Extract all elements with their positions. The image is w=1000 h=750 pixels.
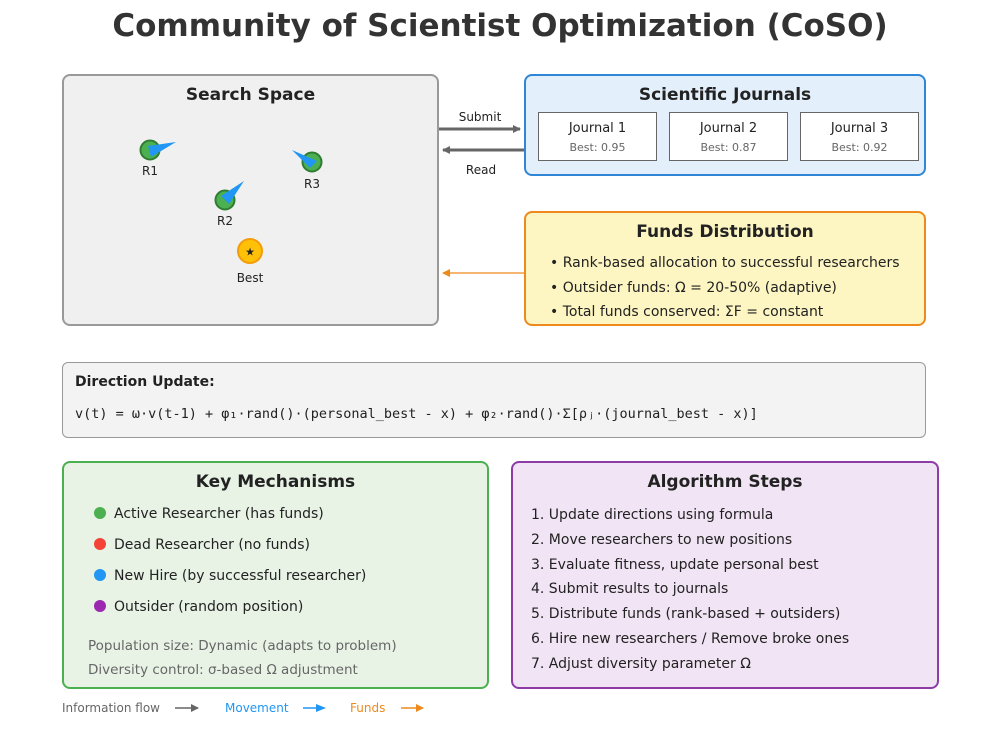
algorithm-steps-panel: Algorithm Steps 1. Update directions usi… [511, 461, 939, 689]
algorithm-step: 4. Submit results to journals [531, 581, 729, 598]
population-note: Population size: Dynamic (adapts to prob… [88, 638, 397, 654]
algorithm-steps-title: Algorithm Steps [647, 472, 803, 492]
diversity-note: Diversity control: σ-based Ω adjustment [88, 662, 358, 678]
movement-legend-arrowhead-icon [316, 704, 326, 712]
submit-label: Submit [459, 110, 502, 124]
star-icon: ★ [245, 246, 255, 259]
researcher-r1: R1 [139, 139, 176, 178]
search-space-panel: Search Space [62, 74, 439, 326]
journal-name: Journal 2 [699, 121, 758, 136]
dead-researcher-dot-icon [94, 538, 106, 550]
mechanism-item: Outsider (random position) [94, 599, 303, 615]
best-star-icon [237, 238, 263, 264]
researcher-r2: R2 [214, 181, 244, 228]
key-mechanisms-panel: Key Mechanisms Active Researcher (has fu… [62, 461, 489, 689]
page-title: Community of Scientist Optimization (CoS… [112, 8, 888, 44]
active-researcher-dot-icon [94, 507, 106, 519]
algorithm-step: 2. Move researchers to new positions [531, 531, 793, 548]
flow-legend: Information flow Movement Funds [62, 700, 482, 720]
mechanism-label: Dead Researcher (no funds) [114, 537, 311, 553]
algorithm-step: 3. Evaluate fitness, update personal bes… [531, 556, 819, 573]
movement-arrow-icon [148, 142, 176, 157]
algorithm-steps-list: 1. Update directions using formula 2. Mo… [531, 507, 849, 681]
information-flow-label: Information flow [62, 701, 160, 715]
algorithm-step: 1. Update directions using formula [531, 507, 774, 523]
outsider-dot-icon [94, 600, 106, 612]
best-marker: ★ Best [237, 238, 264, 285]
researcher-label: R3 [304, 177, 320, 191]
mechanism-item: New Hire (by successful researcher) [94, 568, 366, 584]
journal-best: Best: 0.95 [569, 141, 626, 154]
researcher-r3: R3 [292, 150, 323, 191]
algorithm-step: 6. Hire new researchers / Remove broke o… [531, 630, 850, 647]
movement-arrow-icon [221, 181, 244, 204]
algorithm-step: 7. Adjust diversity parameter Ω [531, 655, 751, 672]
funds-bullet: • Outsider funds: Ω = 20-50% (adaptive) [550, 279, 837, 296]
journal-card: Journal 3 Best: 0.92 [800, 112, 919, 161]
direction-update-formula: v(t) = ω·v(t-1) + φ₁·rand()·(personal_be… [75, 406, 758, 422]
funds-label: Funds [350, 701, 386, 715]
direction-update-panel: Direction Update: v(t) = ω·v(t-1) + φ₁·r… [62, 362, 926, 438]
researcher-label: R1 [142, 164, 158, 178]
mechanism-label: New Hire (by successful researcher) [114, 568, 367, 584]
funds-bullets: • Rank-based allocation to successful re… [550, 255, 900, 329]
algorithm-step: 5. Distribute funds (rank-based + outsid… [531, 606, 841, 623]
mechanism-item: Active Researcher (has funds) [94, 506, 324, 522]
journal-name: Journal 3 [830, 121, 889, 136]
funds-bullet: • Total funds conserved: ΣF = constant [550, 304, 824, 320]
movement-label: Movement [225, 701, 289, 715]
direction-update-title: Direction Update: [75, 374, 215, 390]
key-mechanisms-title: Key Mechanisms [195, 472, 356, 492]
funds-title: Funds Distribution [636, 222, 814, 242]
journals-panel: Scientific Journals Journal 1 Best: 0.95… [524, 74, 926, 176]
new-hire-dot-icon [94, 569, 106, 581]
best-label: Best [237, 271, 264, 285]
journal-best: Best: 0.87 [700, 141, 757, 154]
mechanism-label: Outsider (random position) [114, 599, 304, 615]
journal-name: Journal 1 [568, 121, 627, 136]
funds-panel: Funds Distribution • Rank-based allocati… [524, 211, 926, 326]
journals-title: Scientific Journals [638, 85, 812, 105]
researcher-label: R2 [217, 214, 233, 228]
movement-arrow-icon [292, 150, 317, 168]
read-label: Read [466, 163, 496, 177]
mechanism-item: Dead Researcher (no funds) [94, 537, 310, 553]
search-space-title: Search Space [185, 85, 316, 105]
funds-bullet: • Rank-based allocation to successful re… [550, 255, 900, 271]
mechanism-label: Active Researcher (has funds) [114, 506, 324, 522]
journal-card: Journal 1 Best: 0.95 [538, 112, 657, 161]
journal-card: Journal 2 Best: 0.87 [669, 112, 788, 161]
journal-best: Best: 0.92 [831, 141, 888, 154]
